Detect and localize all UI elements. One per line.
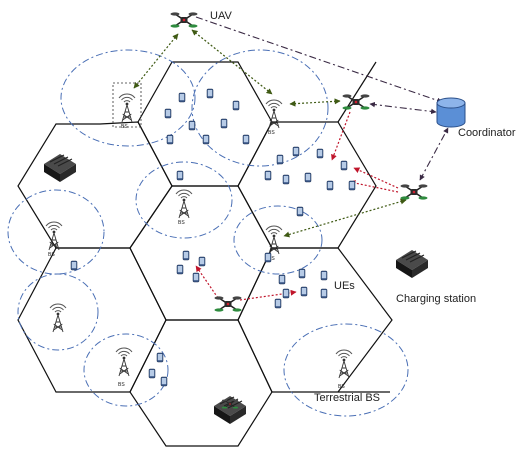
- base-station-icon: [49, 303, 67, 333]
- uav-icon: [213, 295, 243, 313]
- uav-coordinator-link: [419, 127, 449, 181]
- bs-label: BS: [268, 130, 275, 136]
- ue-device-icon: [148, 368, 156, 379]
- ue-device-icon: [264, 252, 272, 263]
- base-station-icon: BS: [265, 99, 283, 136]
- uav-coordinator-link: [369, 101, 437, 115]
- coverage-area: [7, 189, 105, 275]
- ue-device-icon: [156, 352, 164, 363]
- hex-cell: [129, 319, 273, 447]
- ue-device-icon: [292, 146, 300, 157]
- uav-bs-link: [191, 29, 273, 95]
- bs-label: BS: [268, 256, 275, 262]
- coverage-area: [17, 273, 99, 351]
- ue-device-icon: [320, 288, 328, 299]
- charging-station-icon: [213, 395, 247, 425]
- ue-device-icon: [232, 100, 240, 111]
- base-station-icon: BS: [335, 349, 353, 390]
- ue-device-icon: [178, 92, 186, 103]
- ue-device-icon: [264, 170, 272, 181]
- base-station-icon: BS: [118, 93, 136, 130]
- ue-device-icon: [220, 118, 228, 129]
- hex-cell: [237, 121, 377, 249]
- ue-device-icon: [160, 376, 168, 387]
- base-station-icon: BS: [115, 347, 133, 388]
- uav-ue-link: [195, 265, 219, 299]
- bs-label: BS: [48, 252, 55, 258]
- hex-cell: [237, 247, 393, 393]
- ue-device-icon: [320, 270, 328, 281]
- uavs: [169, 11, 429, 313]
- hexagon-cell-grid: [17, 61, 393, 447]
- coverage-area: [60, 49, 196, 147]
- uav-icon: [169, 11, 199, 29]
- ue-device-icon: [276, 154, 284, 165]
- bs-label: BS: [178, 220, 185, 226]
- ue-device-icon: [242, 134, 250, 145]
- hex-cell: [17, 121, 173, 249]
- uav-coordinator-link: [195, 16, 443, 103]
- uav-bs-link: [289, 98, 341, 107]
- charging-station-icon: [395, 249, 429, 279]
- ue-device-icon: [70, 260, 78, 271]
- ue-device-icon: [176, 264, 184, 275]
- hex-edge: [337, 61, 377, 123]
- terrestrial-bs-label: Terrestrial BS: [314, 392, 380, 404]
- ue-device-icon: [166, 134, 174, 145]
- ue-device-icon: [282, 174, 290, 185]
- charging-station-icon: [43, 153, 77, 183]
- hex-cell: [137, 61, 273, 187]
- ue-device-icon: [188, 120, 196, 131]
- ue-device-icon: [348, 180, 356, 191]
- ue-device-icon: [206, 88, 214, 99]
- ue-device-icon: [164, 108, 172, 119]
- base-station-icon: BS: [265, 225, 283, 262]
- charging-station-label: Charging station: [396, 293, 476, 305]
- coverage-area: [283, 323, 409, 417]
- ue-device-icon: [176, 170, 184, 181]
- bs-label: BS: [338, 384, 345, 390]
- uav-bs-link: [283, 198, 407, 238]
- base-station-icon: BS: [45, 221, 63, 258]
- coordinator-label: Coordinator: [458, 127, 516, 139]
- uav-ue-link: [331, 111, 351, 161]
- links: [133, 16, 449, 301]
- ue-device-icon: [304, 172, 312, 183]
- bs-label: BS: [118, 382, 125, 388]
- coverage-area: [135, 161, 233, 239]
- uav-ue-link: [239, 289, 297, 301]
- base-station-icon: BS: [175, 189, 193, 226]
- selected-bs-box: [112, 82, 142, 128]
- ue-device-icon: [274, 298, 282, 309]
- ue-device-icon: [296, 206, 304, 217]
- ue-device-icon: [202, 134, 210, 145]
- ue-device-icon: [326, 180, 334, 191]
- uav-ue-link: [349, 180, 399, 193]
- base-stations: BS BS BS BS BS BS BS: [45, 82, 353, 390]
- ue-device-icon: [282, 288, 290, 299]
- uav-icon: [341, 93, 371, 111]
- coverage-area: [233, 205, 323, 275]
- coordinator-database-icon: [436, 97, 466, 128]
- ues-label: UEs: [334, 280, 355, 292]
- hex-cell: [17, 247, 167, 393]
- uav-ue-link: [353, 167, 399, 189]
- ue-device-icon: [192, 272, 200, 283]
- uav-icon: [399, 183, 429, 201]
- ue-device-icon: [316, 148, 324, 159]
- ue-device-icon: [198, 256, 206, 267]
- user-equipment: [70, 88, 356, 387]
- ue-device-icon: [300, 286, 308, 297]
- coverage-area: [191, 49, 329, 167]
- ue-device-icon: [182, 250, 190, 261]
- ue-device-icon: [298, 268, 306, 279]
- coverage-area: [83, 333, 169, 407]
- hex-cell: [129, 185, 273, 321]
- ue-device-icon: [340, 160, 348, 171]
- uav-label: UAV: [210, 10, 232, 22]
- ue-device-icon: [278, 274, 286, 285]
- coverage-areas: [7, 49, 409, 417]
- bs-label: BS: [121, 124, 128, 130]
